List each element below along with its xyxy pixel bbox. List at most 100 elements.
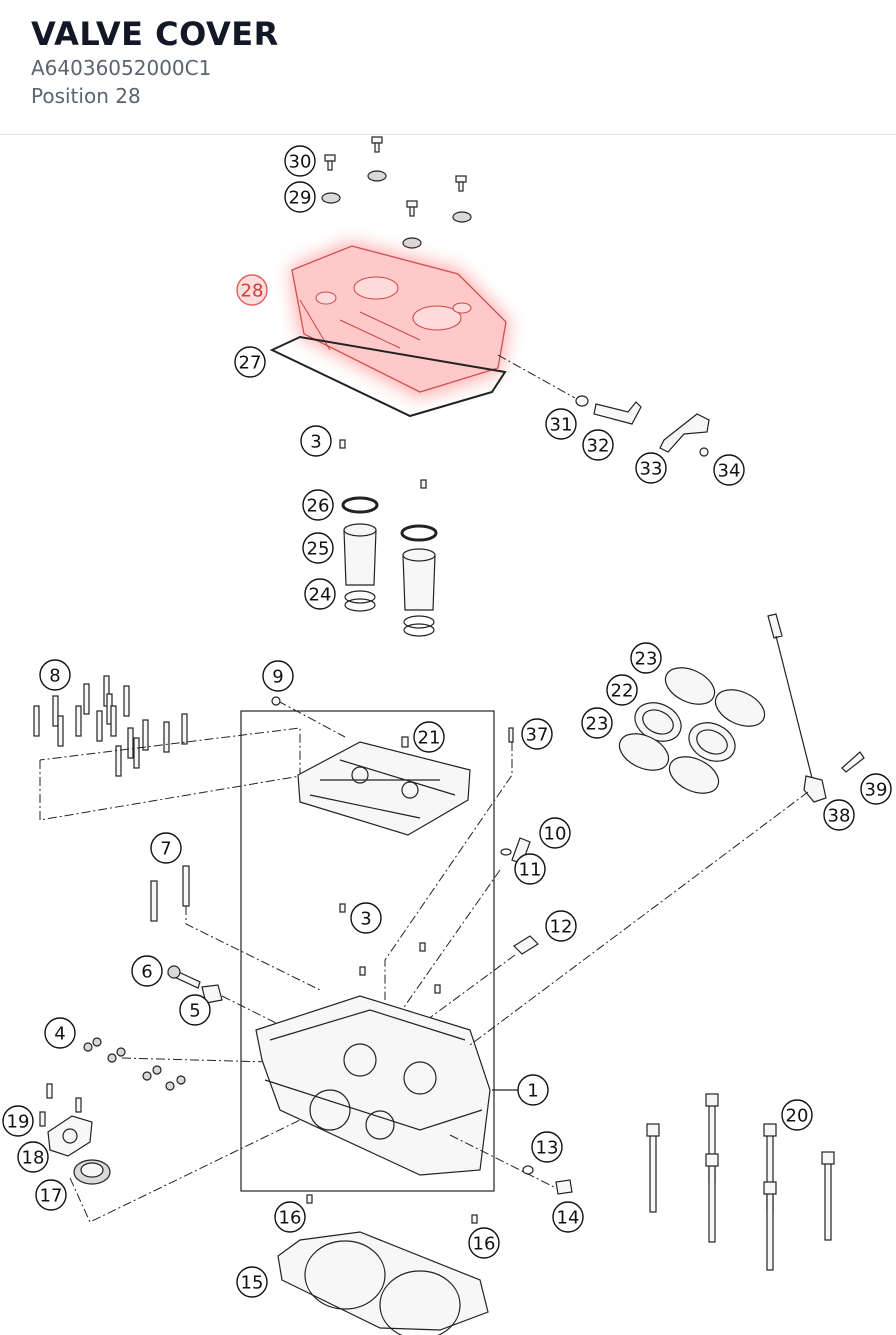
callout-13[interactable]: 13	[531, 1131, 563, 1163]
callout-24[interactable]: 24	[304, 578, 336, 610]
callout-27[interactable]: 27	[234, 346, 266, 378]
callout-38[interactable]: 38	[823, 799, 855, 831]
bolt-and-sleeve	[167, 965, 291, 1031]
breather-parts	[497, 354, 710, 457]
callout-circle	[517, 1074, 549, 1106]
callout-20[interactable]: 20	[781, 1099, 813, 1131]
callout-7[interactable]: 7	[150, 832, 182, 864]
callout-26[interactable]: 26	[302, 489, 334, 521]
callout-8[interactable]: 8	[39, 659, 71, 691]
callout-label: 13	[536, 1138, 559, 1159]
callout-label: 12	[550, 917, 573, 938]
callout-3[interactable]: 3	[350, 902, 382, 934]
callout-3[interactable]: 3	[300, 425, 332, 457]
callout-label: 1	[527, 1081, 538, 1102]
callout-circle	[236, 1266, 268, 1298]
callout-circle	[262, 660, 294, 692]
callout-circle	[234, 346, 266, 378]
callout-23[interactable]: 23	[630, 642, 662, 674]
callout-label: 37	[526, 725, 549, 746]
callout-16[interactable]: 16	[468, 1227, 500, 1259]
callout-label: 39	[865, 780, 888, 801]
callout-39[interactable]: 39	[860, 773, 892, 805]
callout-5[interactable]: 5	[179, 994, 211, 1026]
callout-circle	[284, 145, 316, 177]
callout-4[interactable]: 4	[44, 1017, 76, 1049]
dowel-pin	[434, 984, 441, 994]
part-number: A64036052000C1	[31, 56, 212, 80]
callout-label: 8	[49, 666, 60, 687]
pin	[401, 736, 409, 748]
callout-label: 22	[611, 681, 634, 702]
position-label: Position 28	[31, 84, 141, 108]
callout-1[interactable]: 1	[517, 1074, 549, 1106]
thermostat-assembly	[39, 1083, 301, 1223]
camshaft-carrier	[297, 741, 471, 836]
head-bolt-set	[646, 1093, 835, 1271]
callout-label: 29	[289, 188, 312, 209]
callout-16[interactable]: 16	[274, 1201, 306, 1233]
callout-25[interactable]: 25	[302, 532, 334, 564]
callout-label: 11	[519, 860, 542, 881]
callout-31[interactable]: 31	[545, 408, 577, 440]
callout-10[interactable]: 10	[539, 817, 571, 849]
callout-label: 21	[418, 728, 441, 749]
callout-32[interactable]: 32	[582, 429, 614, 461]
callout-9[interactable]: 9	[262, 660, 294, 692]
callout-label: 15	[241, 1273, 264, 1294]
callout-label: 5	[189, 1001, 200, 1022]
callout-37[interactable]: 37	[521, 718, 553, 750]
dowel-pin	[359, 966, 366, 976]
callout-circle	[39, 659, 71, 691]
callout-circle	[514, 853, 546, 885]
callout-28[interactable]: 28	[236, 274, 268, 306]
callout-label: 23	[635, 649, 658, 670]
sensors	[384, 742, 539, 1026]
dowel-pin	[471, 1214, 478, 1224]
callout-circle	[531, 1131, 563, 1163]
callout-label: 33	[640, 459, 663, 480]
callout-circle	[468, 1227, 500, 1259]
callout-34[interactable]: 34	[713, 454, 745, 486]
callout-circle	[781, 1099, 813, 1131]
callout-label: 18	[22, 1148, 45, 1169]
callout-label: 20	[786, 1106, 809, 1127]
callout-circle	[284, 181, 316, 213]
callout-label: 7	[160, 839, 171, 860]
callout-circle	[521, 718, 553, 750]
callout-21[interactable]: 21	[413, 721, 445, 753]
callout-33[interactable]: 33	[635, 452, 667, 484]
callout-17[interactable]: 17	[35, 1179, 67, 1211]
cylinder-head-frame	[240, 710, 495, 1192]
callout-14[interactable]: 14	[552, 1201, 584, 1233]
dowel-pin	[339, 903, 346, 913]
callout-label: 31	[550, 415, 573, 436]
callout-22[interactable]: 22	[606, 674, 638, 706]
callout-23[interactable]: 23	[581, 707, 613, 739]
callout-18[interactable]: 18	[17, 1141, 49, 1173]
callout-circle	[131, 955, 163, 987]
cylinder-head	[255, 995, 520, 1176]
callout-circle	[350, 902, 382, 934]
callout-11[interactable]: 11	[514, 853, 546, 885]
callout-6[interactable]: 6	[131, 955, 163, 987]
callout-label: 27	[239, 353, 262, 374]
callout-label: 24	[309, 585, 332, 606]
valve-cover-part[interactable]	[290, 242, 510, 398]
callout-30[interactable]: 30	[284, 145, 316, 177]
dowel-pin	[306, 1194, 313, 1204]
cylinder-head-bolt-set	[33, 675, 301, 821]
callout-circle	[150, 832, 182, 864]
callout-label: 14	[557, 1208, 580, 1229]
callout-12[interactable]: 12	[545, 910, 577, 942]
callout-circle	[236, 274, 268, 306]
callout-19[interactable]: 19	[2, 1105, 34, 1137]
intake-boots	[618, 667, 766, 794]
callout-29[interactable]: 29	[284, 181, 316, 213]
callout-circle	[545, 910, 577, 942]
bolt	[182, 865, 190, 907]
callout-circle	[635, 452, 667, 484]
sensor-harness	[469, 613, 865, 1046]
callout-15[interactable]: 15	[236, 1266, 268, 1298]
callout-circle	[302, 489, 334, 521]
